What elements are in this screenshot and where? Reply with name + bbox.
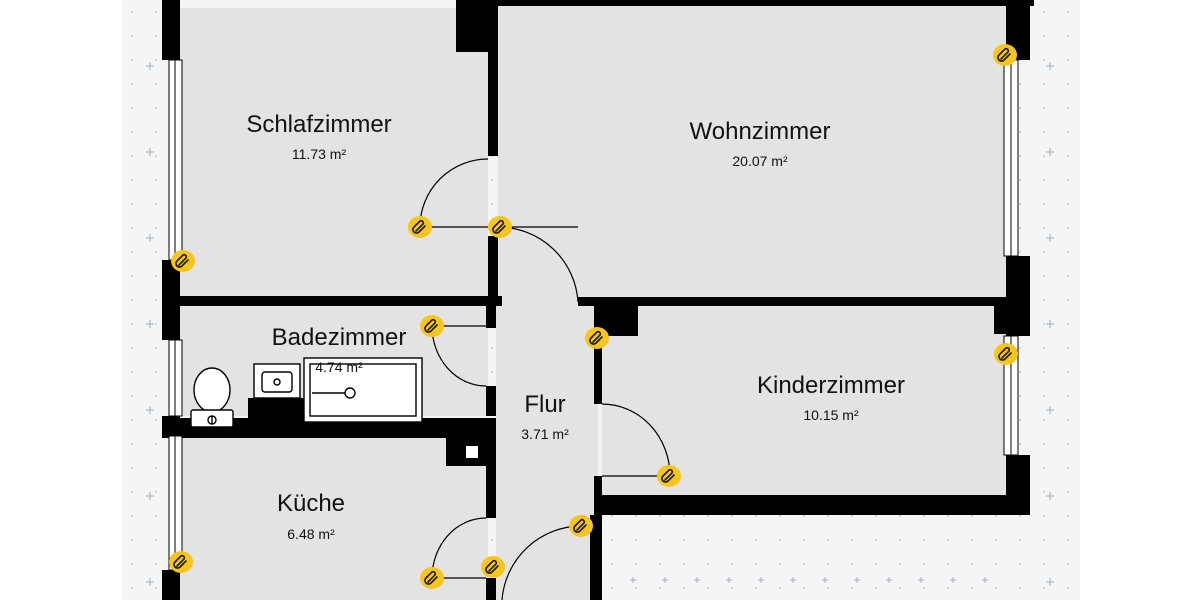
room-floor-kinderzimmer[interactable]	[602, 306, 1006, 495]
paperclip-icon[interactable]	[488, 216, 512, 238]
paperclip-icon[interactable]	[408, 216, 432, 238]
toilet-icon	[190, 367, 234, 428]
room-floors	[180, 6, 1006, 600]
sink-icon	[253, 363, 301, 399]
room-area-kinderzimmer: 10.15 m²	[803, 407, 859, 423]
room-floor-schlafzimmer[interactable]	[180, 8, 488, 297]
paperclip-icon[interactable]	[569, 515, 593, 537]
room-area-kueche: 6.48 m²	[287, 526, 335, 542]
room-floor-flur[interactable]	[496, 297, 598, 600]
door-entrance[interactable]	[501, 525, 583, 600]
room-area-flur: 3.71 m²	[521, 426, 569, 442]
room-name-badezimmer: Badezimmer	[272, 324, 407, 351]
attachment-markers	[169, 44, 1018, 589]
room-area-badezimmer: 4.74 m²	[315, 359, 363, 375]
paperclip-icon[interactable]	[994, 343, 1018, 365]
room-floor-wohnzimmer[interactable]	[498, 6, 1006, 297]
room-name-schlafzimmer: Schlafzimmer	[246, 111, 391, 138]
paperclip-icon[interactable]	[420, 315, 444, 337]
room-area-wohnzimmer: 20.07 m²	[732, 153, 788, 169]
room-labels: Schlafzimmer 11.73 m² Wohnzimmer 20.07 m…	[246, 111, 905, 542]
room-area-schlafzimmer: 11.73 m²	[292, 146, 347, 162]
paperclip-icon[interactable]	[420, 567, 444, 589]
paperclip-icon[interactable]	[481, 556, 505, 578]
shower-tray-icon	[303, 357, 423, 423]
paperclip-icon[interactable]	[993, 44, 1017, 66]
room-name-kinderzimmer: Kinderzimmer	[757, 372, 905, 399]
paperclip-icon[interactable]	[169, 551, 193, 573]
paperclip-icon[interactable]	[585, 327, 609, 349]
grid-plus-marks	[146, 62, 1054, 586]
room-name-kueche: Küche	[277, 490, 345, 517]
paperclip-icon[interactable]	[171, 250, 195, 272]
room-name-flur: Flur	[524, 391, 565, 418]
paperclip-icon[interactable]	[657, 465, 681, 487]
room-name-wohnzimmer: Wohnzimmer	[690, 118, 831, 145]
